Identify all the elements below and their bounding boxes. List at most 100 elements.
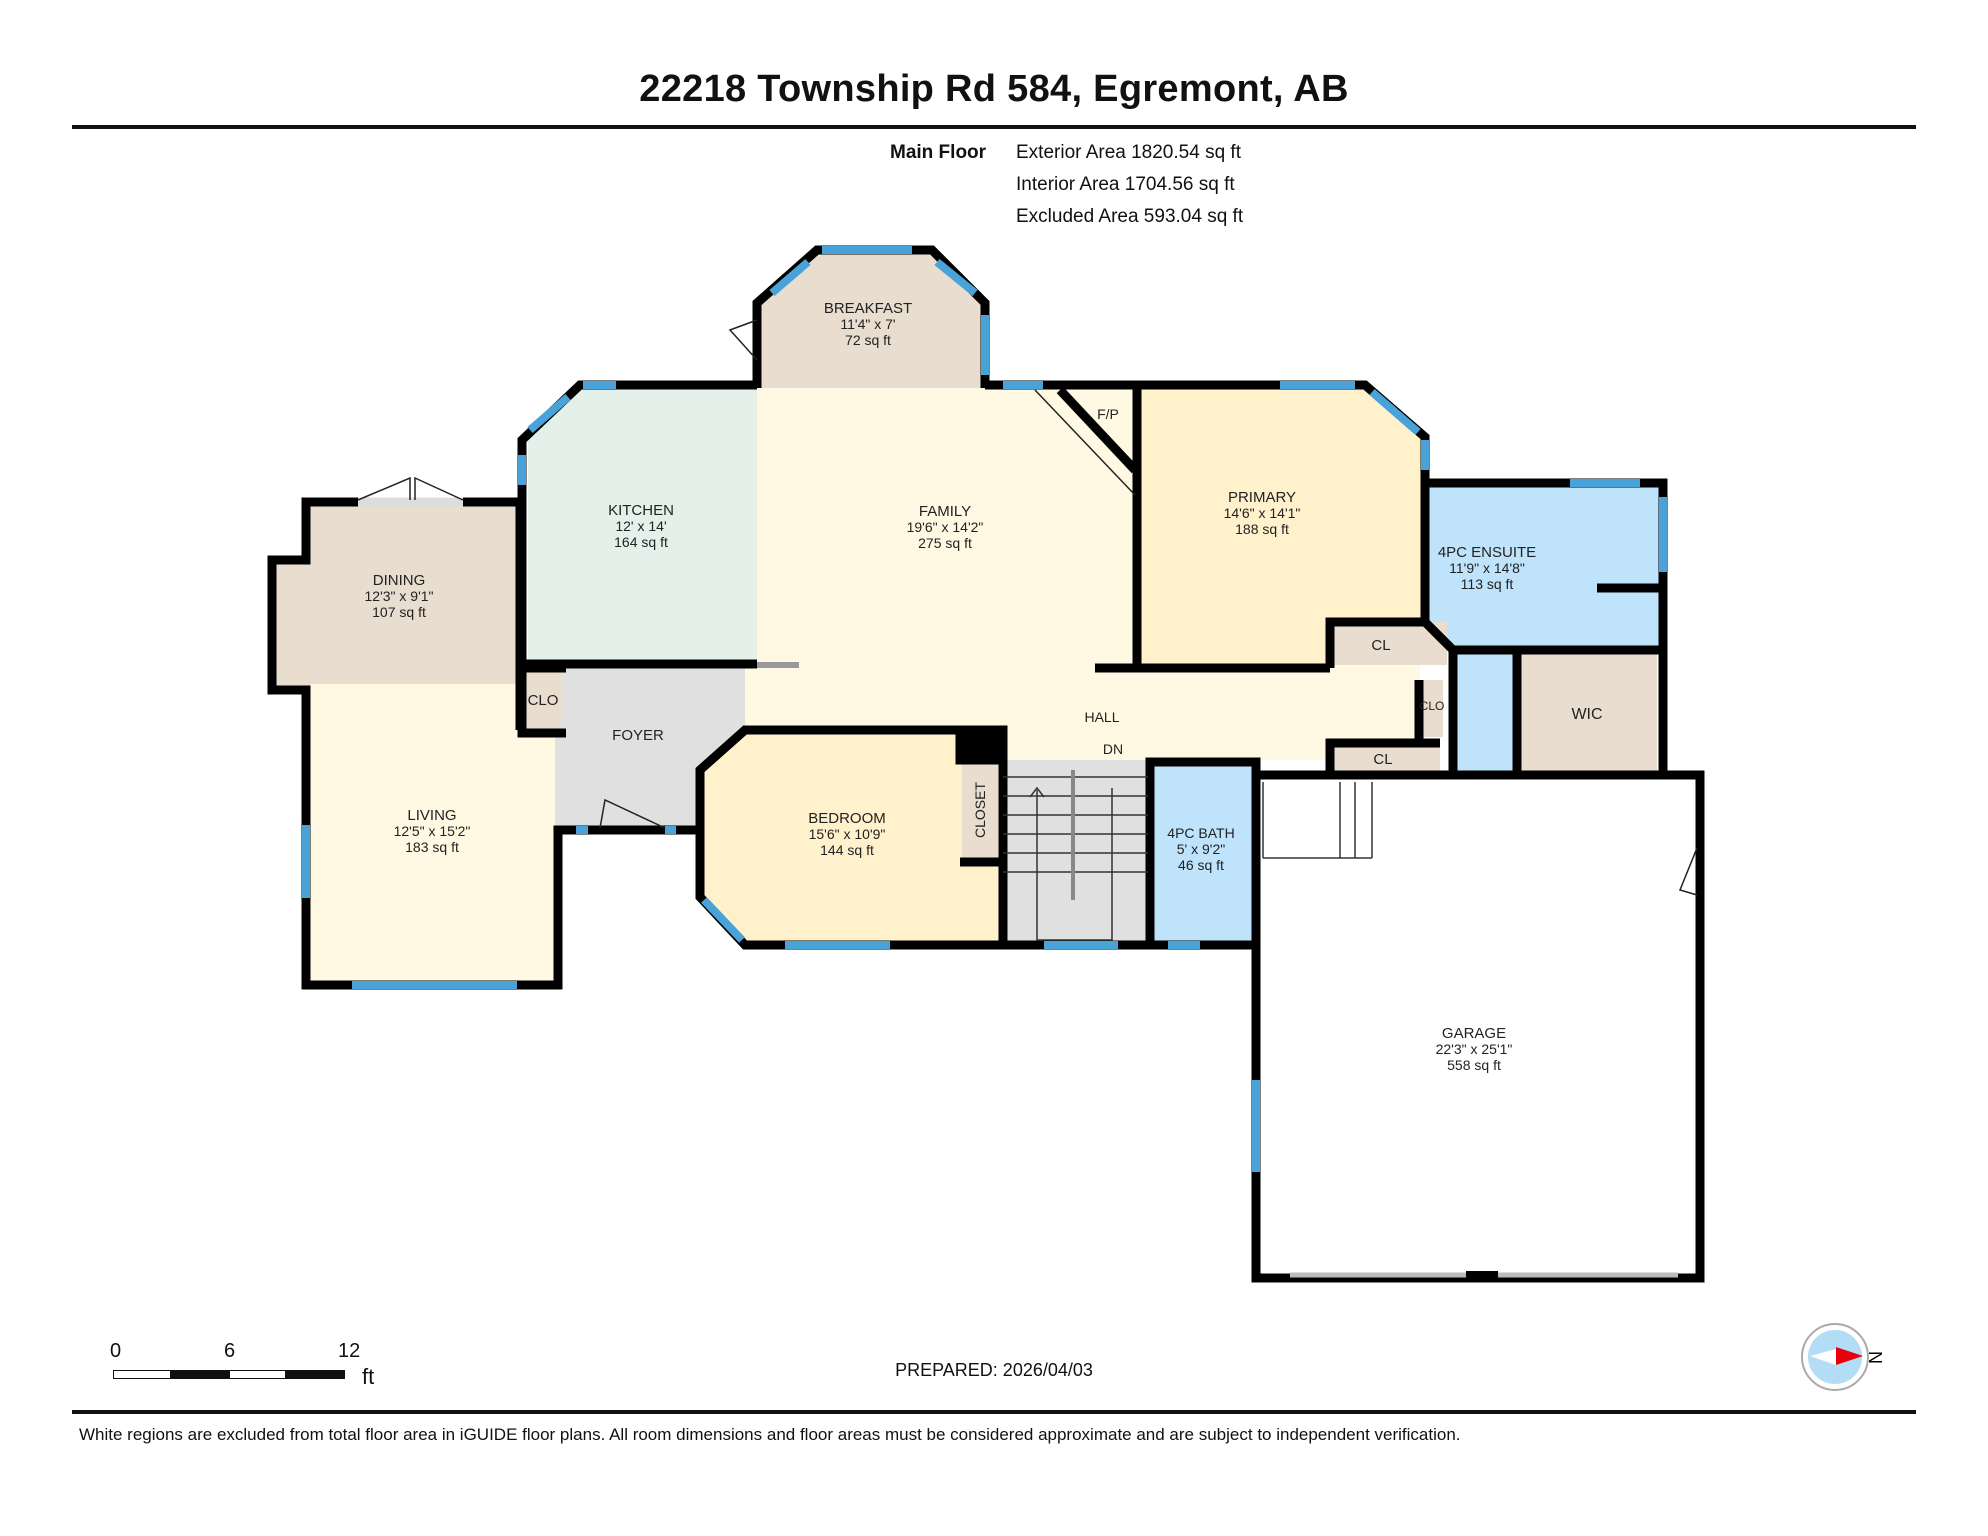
bedroom-fill xyxy=(700,733,1000,942)
patio-door-swing xyxy=(357,476,411,501)
exterior-area: Exterior Area 1820.54 sq ft xyxy=(1016,142,1241,163)
bedroom-dims: 15'6" x 10'9" xyxy=(809,826,886,842)
bedroom-name: BEDROOM xyxy=(808,810,886,827)
foyer-closet-label: CLO xyxy=(528,692,559,709)
closet-mid-label: CLO xyxy=(1420,699,1445,713)
garage-door-post xyxy=(1466,1271,1498,1280)
scale-tick-6: 6 xyxy=(224,1340,236,1362)
foyer-label: FOYER xyxy=(612,727,664,744)
wall-ensuite xyxy=(1425,478,1668,775)
bath-dims: 5' x 9'2" xyxy=(1177,841,1225,857)
kitchen-dims: 12' x 14' xyxy=(615,518,666,534)
living-area: 183 sq ft xyxy=(405,839,459,855)
breakfast-area: 72 sq ft xyxy=(845,332,891,348)
stair-direction-arrow xyxy=(1036,788,1113,941)
ensuite-area: 113 sq ft xyxy=(1461,576,1514,592)
stairs xyxy=(1003,770,1373,941)
scale-segment xyxy=(285,1370,345,1379)
compass-icon: N xyxy=(1801,1323,1885,1391)
window xyxy=(701,897,745,943)
stairs-down-label: DN xyxy=(1103,741,1123,757)
fireplace-hearth xyxy=(1034,389,1136,496)
excluded-area: Excluded Area 593.04 sq ft xyxy=(1016,206,1244,227)
window xyxy=(527,393,571,434)
family-area: 275 sq ft xyxy=(918,535,972,551)
foyer-door-swing xyxy=(599,798,666,829)
family-dims: 19'6" x 14'2" xyxy=(907,519,984,535)
primary-dims: 14'6" x 14'1" xyxy=(1224,505,1301,521)
room-labels: BREAKFAST 11'4" x 7' 72 sq ft KITCHEN 12… xyxy=(365,300,1603,1073)
closet-lower-label: CL xyxy=(1373,751,1392,768)
wall-bedroom-closet-block xyxy=(955,725,1005,765)
family-name: FAMILY xyxy=(919,503,971,520)
bath-name: 4PC BATH xyxy=(1167,825,1234,841)
breakfast-door-swing xyxy=(728,319,758,361)
scale-unit: ft xyxy=(362,1364,375,1389)
doors xyxy=(357,319,1698,1280)
bath-fill xyxy=(1152,762,1253,942)
breakfast-fill xyxy=(757,253,982,388)
wall-closet-lower xyxy=(1325,738,1440,775)
compass-north-label: N xyxy=(1865,1351,1885,1364)
floor-label: Main Floor xyxy=(890,142,987,163)
wall-foyer-closet xyxy=(517,663,566,738)
footer-divider xyxy=(72,1410,1916,1414)
dining-fill xyxy=(276,506,520,688)
bedroom-closet-fill xyxy=(962,760,998,860)
dining-dims: 12'3" x 9'1" xyxy=(365,588,434,604)
dining-area: 107 sq ft xyxy=(372,604,426,620)
room-fills xyxy=(276,253,1660,981)
primary-area: 188 sq ft xyxy=(1235,521,1289,537)
living-fill xyxy=(310,684,555,981)
living-name: LIVING xyxy=(407,807,456,824)
family-fill xyxy=(740,388,1420,775)
kitchen-name: KITCHEN xyxy=(608,502,674,519)
closet-lower-fill xyxy=(1330,743,1440,773)
fireplace-label: F/P xyxy=(1097,406,1119,422)
wall-closet-upper xyxy=(1325,617,1458,775)
stair-arrowhead xyxy=(1029,786,1045,798)
ensuite-dims: 11'9" x 14'8" xyxy=(1449,560,1525,576)
interior-area: Interior Area 1704.56 sq ft xyxy=(1016,174,1235,195)
ensuite-passage-fill xyxy=(1456,650,1514,773)
primary-fill xyxy=(1137,388,1423,665)
wall-kitchen xyxy=(517,380,757,669)
ensuite-fill xyxy=(1425,487,1660,650)
disclaimer: White regions are excluded from total fl… xyxy=(79,1425,1461,1444)
bath-area: 46 sq ft xyxy=(1178,857,1224,873)
dining-name: DINING xyxy=(373,572,426,589)
garage-area: 558 sq ft xyxy=(1447,1057,1501,1073)
kitchen-opening xyxy=(757,662,799,668)
prepared-date: PREPARED: 2026/04/03 xyxy=(895,1360,1093,1380)
window xyxy=(1369,388,1421,436)
wall-garage xyxy=(1251,770,1705,1283)
hall-label: HALL xyxy=(1084,709,1119,725)
scale-tick-0: 0 xyxy=(110,1340,122,1362)
wall-fireplace xyxy=(1056,386,1139,474)
bedroom-closet-label: CLOSET xyxy=(972,782,988,838)
header-divider xyxy=(72,125,1916,129)
windows xyxy=(302,246,1667,1172)
patio-door-swing xyxy=(414,476,464,501)
bedroom-area: 144 sq ft xyxy=(820,842,874,858)
garage-name: GARAGE xyxy=(1442,1025,1506,1042)
wall-bedroom-top xyxy=(695,725,1008,945)
window xyxy=(769,258,811,297)
ensuite-name: 4PC ENSUITE xyxy=(1438,544,1536,561)
garage-side-door xyxy=(1678,847,1698,896)
closet-upper-label: CL xyxy=(1371,637,1390,654)
page-title: 22218 Township Rd 584, Egremont, AB xyxy=(639,68,1349,110)
window xyxy=(934,258,978,297)
wic-fill xyxy=(1517,652,1657,773)
kitchen-area: 164 sq ft xyxy=(614,534,668,550)
living-dims: 12'5" x 15'2" xyxy=(394,823,471,839)
kitchen-fill xyxy=(528,388,757,664)
breakfast-name: BREAKFAST xyxy=(824,300,912,317)
garage-dims: 22'3" x 25'1" xyxy=(1436,1041,1513,1057)
foyer-closet-fill xyxy=(525,668,561,730)
stairs-fill xyxy=(1003,760,1148,942)
wic-label: WIC xyxy=(1571,706,1602,723)
scale-bar: 0 6 12 ft xyxy=(110,1340,410,1400)
wall-dining xyxy=(267,497,700,990)
